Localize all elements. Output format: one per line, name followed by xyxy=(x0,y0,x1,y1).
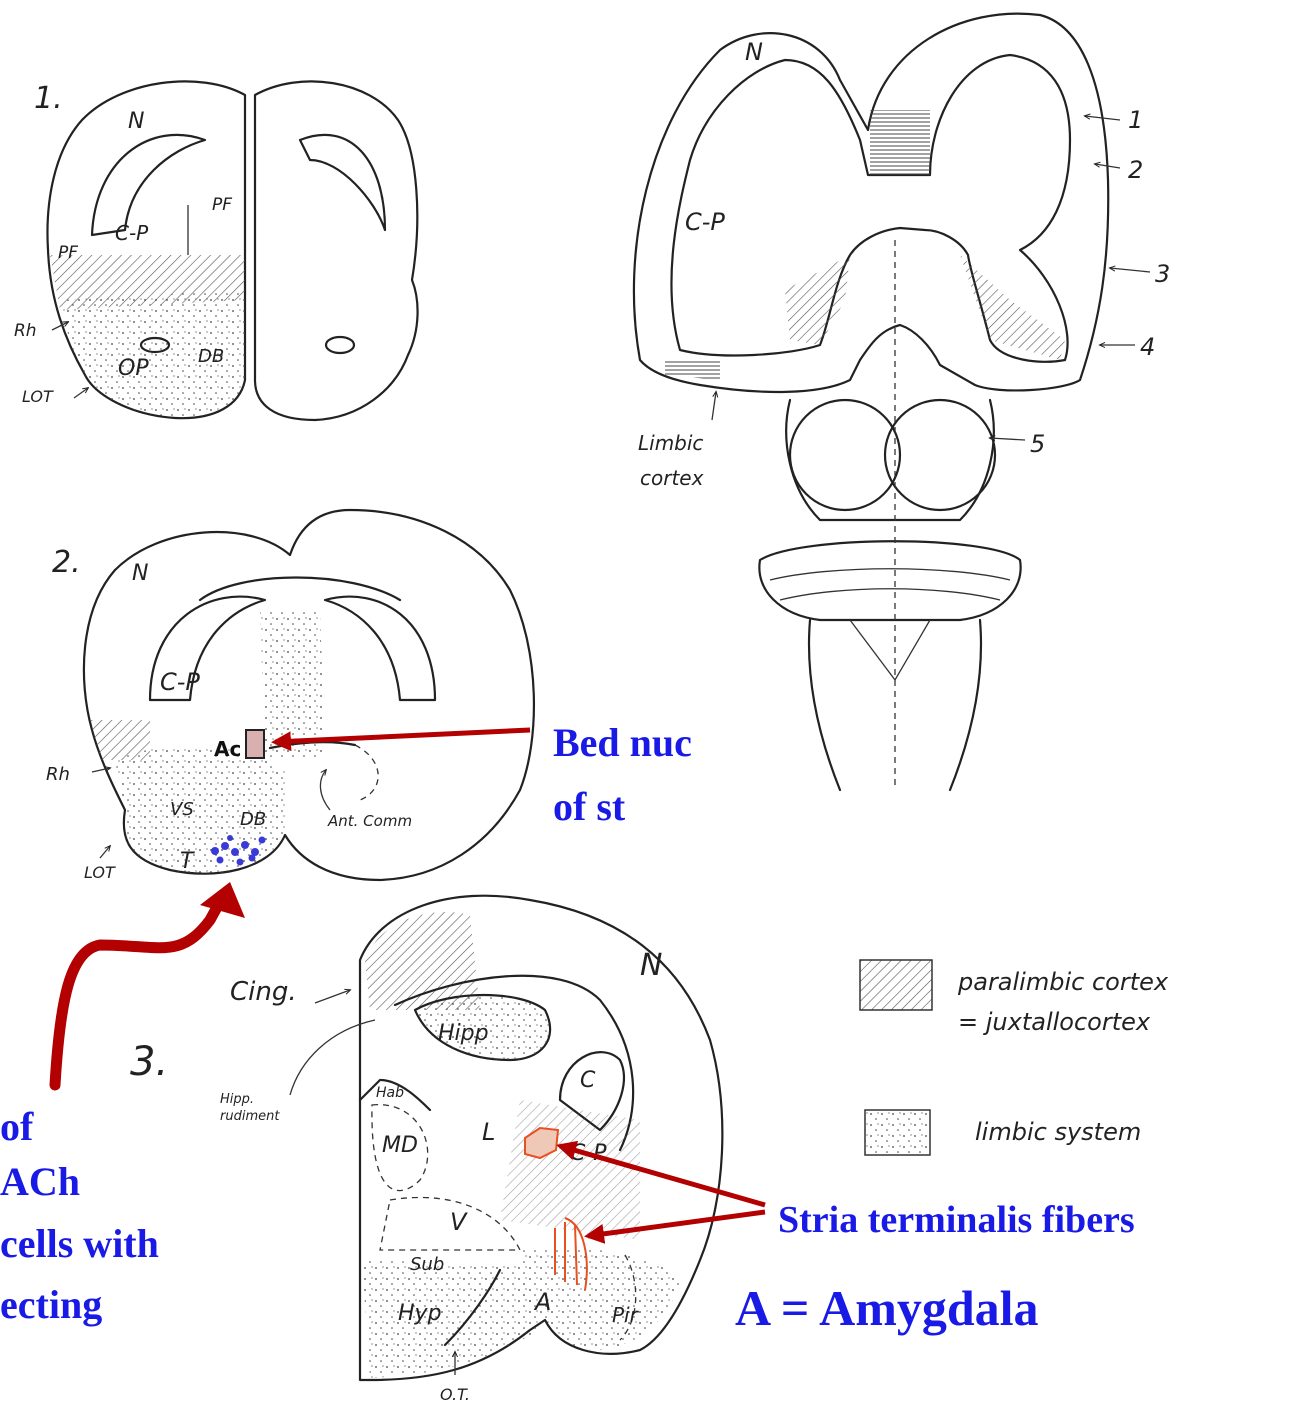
fig3-hyp-region xyxy=(362,1260,540,1378)
fig2-label-db: DB xyxy=(240,809,266,830)
fig3-label-pir: Pir xyxy=(612,1303,640,1327)
fig1-number: 1. xyxy=(34,81,63,116)
figure-3: 3. Cing. N Hipp C Hipp. rudiment Hab xyxy=(130,896,722,1404)
legend-paralimbic-line1: paralimbic cortex xyxy=(957,968,1169,996)
fig1-label-lot: LOT xyxy=(22,387,54,406)
fig2-label-t: T xyxy=(180,849,195,874)
fig3-number: 3. xyxy=(130,1039,168,1085)
dorsal-brain-view: N C-P 1 2 3 4 5 Limbic cortex xyxy=(634,14,1170,790)
fig2-right-ventricle xyxy=(325,597,435,700)
fig1-label-rh: Rh xyxy=(14,321,37,341)
annotation-stria-terminalis: Stria terminalis fibers xyxy=(778,1199,1135,1241)
colliculus-left xyxy=(790,400,900,510)
fig3-label-v: V xyxy=(450,1208,468,1236)
legend-paralimbic-swatch xyxy=(860,960,932,1010)
fig3-label-l: L xyxy=(482,1118,495,1146)
fig2-label-rh: Rh xyxy=(46,764,70,785)
fig1-label-db: DB xyxy=(198,346,224,367)
fig3-label-c: C xyxy=(580,1068,596,1093)
dorsal-arrow-5: 5 xyxy=(1030,430,1045,458)
annotation-ach-line1: of xyxy=(0,1104,34,1149)
cerebellum xyxy=(759,541,1020,620)
fig3-label-cing: Cing. xyxy=(230,977,297,1007)
fig2-label-ant-comm: Ant. Comm xyxy=(327,812,412,830)
dorsal-arrow-4: 4 xyxy=(1140,333,1155,361)
fig1-right-hemisphere xyxy=(255,81,418,420)
figure-1: 1. N C-P PF PF Rh OP DB LOT xyxy=(14,81,418,420)
dorsal-label-n: N xyxy=(745,38,763,66)
fig1-label-op: OP xyxy=(118,356,149,381)
fig1-label-cp: C-P xyxy=(115,221,149,245)
fig2-number: 2. xyxy=(52,545,81,580)
fig2-label-vs: VS xyxy=(170,799,194,820)
dorsal-limbic-line1: Limbic xyxy=(638,431,703,455)
dorsal-arrow-3: 3 xyxy=(1155,260,1170,288)
fig3-label-a: A xyxy=(533,1288,551,1316)
fig3-label-hipp: Hipp xyxy=(438,1021,489,1046)
dorsal-arrow-2: 2 xyxy=(1128,156,1143,184)
annotation-bed-nuc-line1: Bed nuc xyxy=(553,720,692,765)
fig3-label-sub: Sub xyxy=(410,1254,444,1275)
fig3-label-md: MD xyxy=(382,1133,418,1158)
fig2-label-lot: LOT xyxy=(84,863,116,882)
legend: paralimbic cortex = juxtallocortex limbi… xyxy=(860,960,1169,1155)
fig2-label-cp: C-P xyxy=(160,668,200,696)
annotation-ach-line2: ACh xyxy=(0,1159,80,1204)
figure-2: 2. N C-P Ac Rh VS DB LOT T Ant. Comm xyxy=(46,510,534,882)
fig1-label-pf-left: PF xyxy=(58,243,78,263)
dorsal-limbic-line2: cortex xyxy=(640,466,704,490)
fig2-label-n: N xyxy=(132,561,148,586)
annotation-bed-nuc-line2: of st xyxy=(553,784,626,829)
annotation-amygdala: A = Amygdala xyxy=(735,1280,1039,1336)
fig3-label-hipp-rudiment-2: rudiment xyxy=(220,1109,280,1124)
dorsal-label-cp: C-P xyxy=(685,208,725,236)
annotation-ach-line4: ecting xyxy=(0,1282,102,1327)
fig2-bed-nucleus-marker xyxy=(246,730,264,758)
fig2-label-ac: Ac xyxy=(214,737,241,761)
fig3-label-ot: O.T. xyxy=(440,1385,470,1404)
legend-limbic-label: limbic system xyxy=(975,1118,1141,1146)
fig1-right-ventricle xyxy=(300,135,385,230)
dorsal-arrow-1: 1 xyxy=(1128,106,1143,134)
annotation-ach-line3: cells with xyxy=(0,1221,159,1266)
fig3-label-hyp: Hyp xyxy=(398,1301,442,1326)
legend-limbic-swatch xyxy=(865,1110,930,1155)
fig1-label-pf-right: PF xyxy=(212,195,232,215)
fig1-label-n: N xyxy=(128,109,144,134)
legend-paralimbic-line2: = juxtallocortex xyxy=(958,1008,1151,1036)
fig3-label-hipp-rudiment-1: Hipp. xyxy=(220,1092,254,1107)
fig3-label-n: N xyxy=(640,948,662,983)
fig3-label-hab: Hab xyxy=(376,1085,404,1101)
